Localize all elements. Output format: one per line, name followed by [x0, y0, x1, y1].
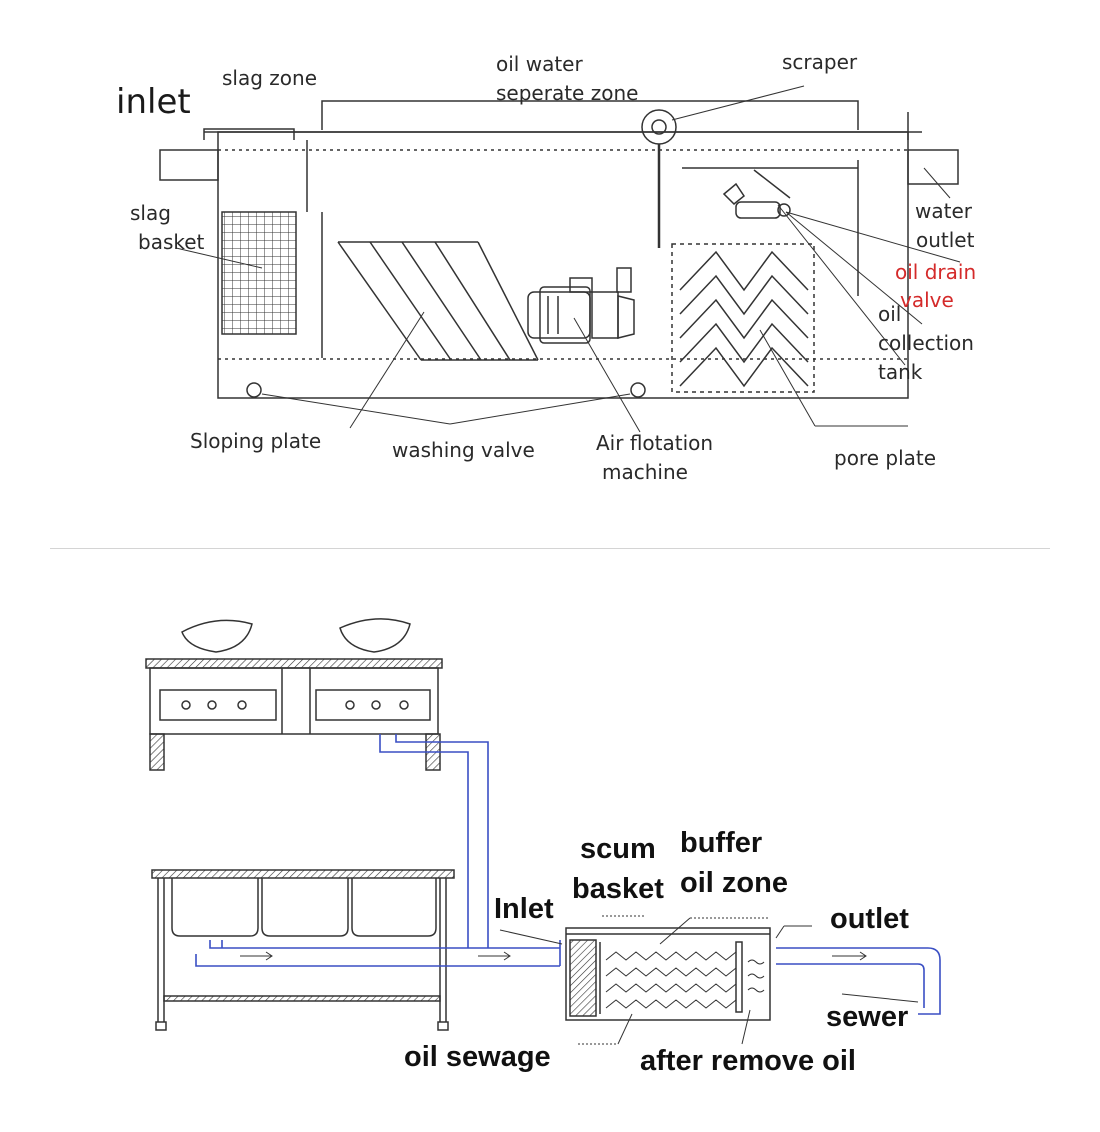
label-buffer: buffer [680, 827, 763, 859]
scum-basket [569, 939, 597, 1017]
sloping-plates [337, 241, 539, 361]
separate-zone-bracket [321, 100, 859, 130]
label-scum: scum [580, 833, 656, 865]
label-inlet-bottom: Inlet [494, 893, 554, 925]
drain-pipes [195, 734, 941, 1015]
label-slag: slag [130, 201, 171, 225]
slag-zone-bracket [203, 128, 295, 140]
label-outlet-bottom: outlet [830, 903, 909, 935]
label-collection: collection [878, 331, 974, 355]
bottom-leader-lines [499, 915, 919, 1045]
filter-media [605, 951, 737, 1009]
air-flotation-pump [527, 267, 635, 344]
stove [145, 618, 443, 771]
scraper-wheel [641, 109, 677, 248]
section-divider [50, 548, 1050, 549]
pore-plate [671, 243, 815, 393]
label-oil: oil [878, 302, 902, 326]
label-valve: valve [900, 288, 954, 312]
oil-separator-tank-diagram [159, 85, 961, 433]
label-outlet: outlet [916, 228, 975, 252]
label-inlet: inlet [116, 82, 191, 122]
label-basket: basket [572, 873, 664, 905]
label-tank: tank [878, 360, 923, 384]
label-separate-zone: seperate zone [496, 81, 639, 105]
label-oil-zone: oil zone [680, 867, 788, 899]
sink [151, 869, 455, 1031]
label-basket: basket [138, 230, 205, 254]
grease-trap [565, 927, 771, 1021]
washing-valve-left [246, 382, 262, 398]
label-pore-plate: pore plate [834, 446, 937, 470]
label-oil-sewage: oil sewage [404, 1041, 551, 1073]
label-after-remove-oil: after remove oil [640, 1045, 856, 1077]
slag-basket [221, 211, 297, 335]
washing-valve-right [630, 382, 646, 398]
label-slag-zone: slag zone [222, 66, 317, 90]
water-outlet-pipe [907, 149, 959, 185]
label-machine: machine [602, 460, 688, 484]
kitchen-grease-trap-diagram [145, 618, 941, 1045]
label-air-flotation: Air flotation [596, 431, 714, 455]
label-washing-valve: washing valve [392, 438, 535, 462]
oil-drain-valve [722, 169, 791, 219]
label-water: water [915, 199, 972, 223]
label-oil-water: oil water [496, 52, 583, 76]
label-sewer: sewer [826, 1001, 909, 1033]
label-scraper: scraper [782, 50, 858, 74]
label-sloping-plate: Sloping plate [190, 429, 322, 453]
label-oil-drain: oil drain [895, 260, 977, 284]
leader-lines [175, 85, 961, 433]
inlet-pipe [159, 149, 219, 181]
flow-arrows [240, 951, 867, 961]
water-waves [747, 959, 765, 993]
